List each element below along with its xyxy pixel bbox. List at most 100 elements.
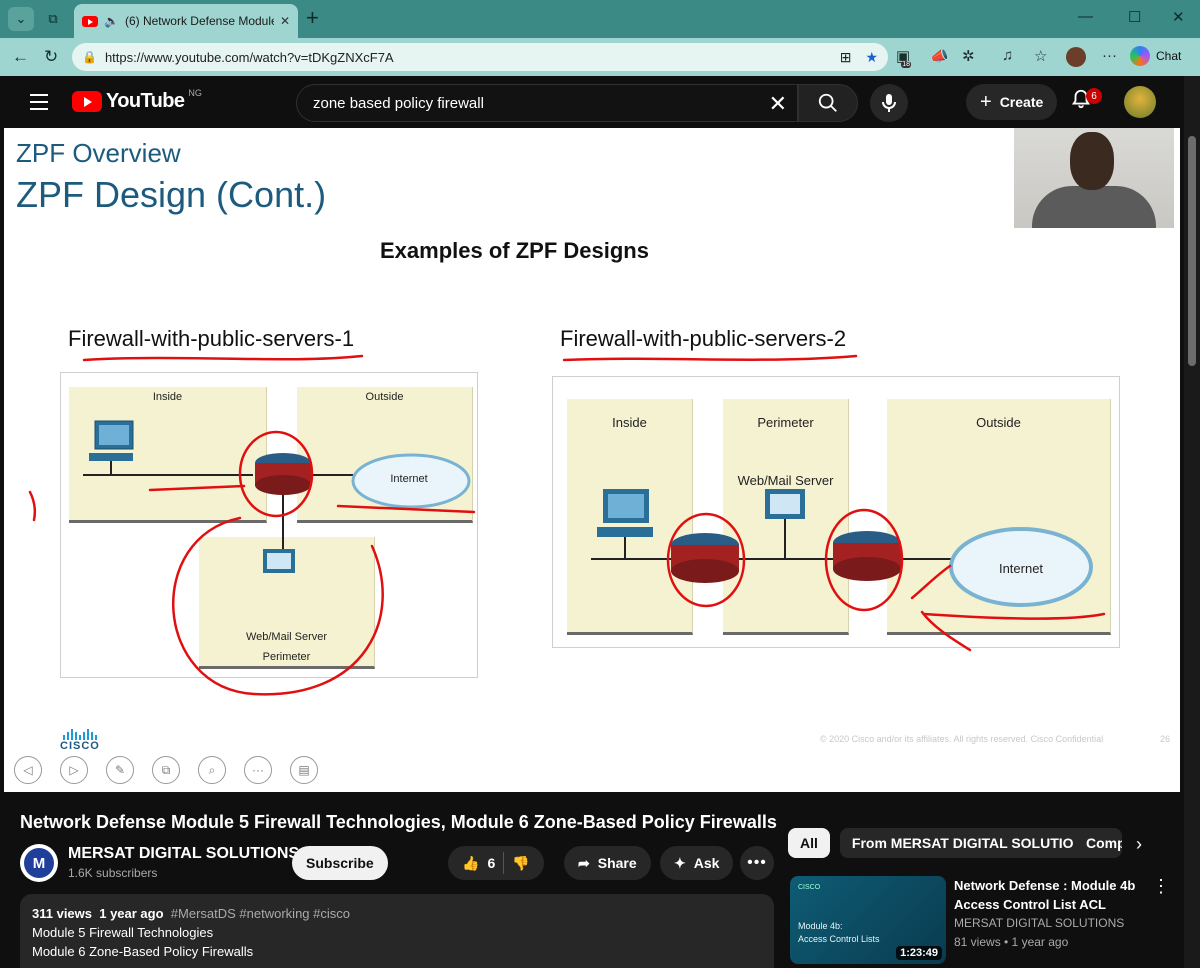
chips-next-icon[interactable]: › (1136, 834, 1142, 854)
share-icon: ➦ (578, 854, 590, 871)
new-tab-button[interactable]: + (306, 5, 319, 30)
favorites-icon[interactable]: ☆ (1034, 48, 1048, 65)
speaker-icon[interactable]: 🔈 (104, 14, 119, 28)
design2-inside-label: Inside (612, 415, 647, 430)
active-tab[interactable]: 🔈 (6) Network Defense Module ✕ (74, 4, 298, 38)
recommendation-duration: 1:23:49 (896, 946, 942, 960)
chip-all[interactable]: All (788, 828, 830, 858)
microphone-icon (882, 94, 896, 112)
slide-thumbnails-icon[interactable]: ⧉ (152, 756, 180, 784)
workspaces-icon[interactable]: ⧉ (48, 11, 58, 26)
browser-tab-bar: ⌄ ⧉ 🔈 (6) Network Defense Module ✕ + — ☐… (0, 0, 1200, 38)
notification-badge: 6 (1086, 88, 1102, 104)
filter-chips: All From MERSAT DIGITAL SOLUTIONS (788, 828, 1106, 858)
slide-pen-icon[interactable]: ✎ (106, 756, 134, 784)
design2-outside-label: Outside (976, 415, 1021, 430)
clear-search-icon[interactable]: ✕ (768, 91, 787, 116)
voice-search-button[interactable] (870, 84, 908, 122)
slide-next-icon[interactable]: ▷ (60, 756, 88, 784)
notifications-bell-icon[interactable] (1070, 88, 1092, 116)
extensions-puzzle-icon[interactable]: ✲ (962, 48, 975, 65)
page-scrollbar[interactable] (1184, 76, 1200, 968)
chip-from-channel[interactable]: From MERSAT DIGITAL SOLUTIONS (839, 828, 1106, 858)
close-window-icon[interactable]: ✕ (1172, 9, 1185, 26)
ask-label: Ask (693, 855, 720, 871)
recommendation-channel[interactable]: MERSAT DIGITAL SOLUTIONS (954, 916, 1125, 930)
youtube-header: YouTube NG zone based policy firewall ✕ … (4, 76, 1184, 128)
tab-close-icon[interactable]: ✕ (279, 14, 290, 28)
share-label: Share (597, 855, 637, 871)
menu-icon[interactable] (30, 94, 48, 115)
search-icon (818, 93, 837, 112)
description-line-2: Module 6 Zone-Based Policy Firewalls (32, 944, 254, 959)
thumbs-up-icon: 👍 (462, 854, 480, 871)
tab-actions-chevron-icon[interactable]: ⌄ (8, 7, 34, 31)
design1-internet-label: Internet (390, 473, 428, 485)
refresh-icon[interactable]: ↻ (44, 47, 59, 66)
channel-name[interactable]: MERSAT DIGITAL SOLUTIONS (68, 845, 300, 862)
dislike-button[interactable]: 👎 (512, 855, 529, 872)
red-annotations (28, 354, 1106, 696)
address-bar[interactable]: 🔒 https://www.youtube.com/watch?v=tDKgZN… (72, 43, 888, 71)
thumb-line-1: Module 4b: (798, 921, 843, 931)
chip-comp[interactable]: Comp (1074, 828, 1122, 858)
site-info-icon[interactable]: 🔒 (82, 50, 97, 64)
more-menu-icon[interactable]: ··· (1102, 47, 1117, 64)
account-avatar[interactable] (1124, 86, 1156, 118)
slide-subtitles-icon[interactable]: ▤ (290, 756, 318, 784)
view-count: 311 views (32, 906, 92, 921)
search-button[interactable] (798, 84, 858, 122)
channel-avatar[interactable]: M (20, 844, 58, 882)
design1-outside-label: Outside (365, 391, 404, 403)
app-available-icon[interactable]: ⊞ (839, 48, 852, 65)
description-box[interactable]: 311 views 1 year ago #MersatDS #networki… (20, 894, 774, 968)
media-control-icon[interactable]: ♫ (1002, 47, 1014, 64)
recommendation-more-icon[interactable]: ⋮ (1152, 876, 1170, 896)
copilot-icon (1130, 46, 1150, 66)
maximize-icon[interactable]: ☐ (1128, 9, 1142, 26)
ask-button[interactable]: ✦ Ask (660, 846, 734, 880)
cisco-logo: CISCO (60, 728, 100, 752)
back-icon[interactable]: ← (12, 47, 29, 66)
like-button[interactable]: 👍 6 (462, 855, 495, 872)
slide-heading: Examples of ZPF Designs (380, 238, 649, 263)
create-button[interactable]: + Create (966, 84, 1058, 120)
like-dislike-group: 👍 6 👎 (448, 846, 544, 880)
design1-server-label: Web/Mail Server (245, 631, 328, 643)
create-label: Create (999, 94, 1044, 110)
search-input[interactable]: zone based policy firewall ✕ (296, 84, 798, 122)
design1-perimeter-label: Perimeter (262, 651, 311, 663)
design1-inside-label: Inside (152, 391, 183, 403)
chat-label: Chat (1156, 49, 1182, 63)
youtube-favicon-icon (82, 15, 98, 27)
minimize-icon[interactable]: — (1078, 8, 1093, 25)
slide-zoom-icon[interactable]: ⌕ (198, 756, 226, 784)
subscriber-count: 1.6K subscribers (68, 866, 158, 880)
thumbs-down-icon: 👎 (512, 854, 530, 871)
like-count: 6 (487, 855, 496, 871)
slide-more-icon[interactable]: ··· (244, 756, 272, 784)
subscribe-button[interactable]: Subscribe (292, 846, 388, 880)
share-button[interactable]: ➦ Share (564, 846, 651, 880)
cisco-logo-text: CISCO (60, 740, 100, 752)
youtube-logo[interactable]: YouTube NG (72, 88, 202, 113)
chip-overflow: Comp (1074, 828, 1122, 858)
recommendation-thumbnail[interactable]: CISCO Module 4b: Access Control Lists 1:… (790, 876, 946, 964)
design2-server-label: Web/Mail Server (737, 473, 834, 488)
favorite-star-icon[interactable]: ★ (865, 48, 878, 65)
recommendation-title[interactable]: Network Defense : Module 4b Access Contr… (954, 878, 1136, 912)
address-toolbar: ← ↻ 🔒 https://www.youtube.com/watch?v=tD… (0, 38, 1200, 76)
copilot-chat-button[interactable]: Chat (1130, 46, 1181, 66)
presenter-webcam (1014, 128, 1174, 228)
slide-copyright: © 2020 Cisco and/or its affiliates. All … (820, 734, 1104, 744)
profile-avatar[interactable] (1066, 47, 1086, 67)
tab-title: (6) Network Defense Module (124, 14, 274, 28)
video-player[interactable]: ZPF Overview ZPF Design (Cont.) Examples… (4, 128, 1180, 792)
hashtags[interactable]: #MersatDS #networking #cisco (170, 906, 350, 921)
scrollbar-thumb[interactable] (1188, 136, 1196, 366)
more-actions-icon[interactable]: ••• (740, 846, 774, 880)
design2-perimeter-label: Perimeter (757, 415, 814, 430)
extension-badge-icon[interactable]: ▣18 (896, 48, 911, 68)
extension-megaphone-icon[interactable]: 📣 (930, 48, 949, 65)
slide-previous-icon[interactable]: ◁ (14, 756, 42, 784)
